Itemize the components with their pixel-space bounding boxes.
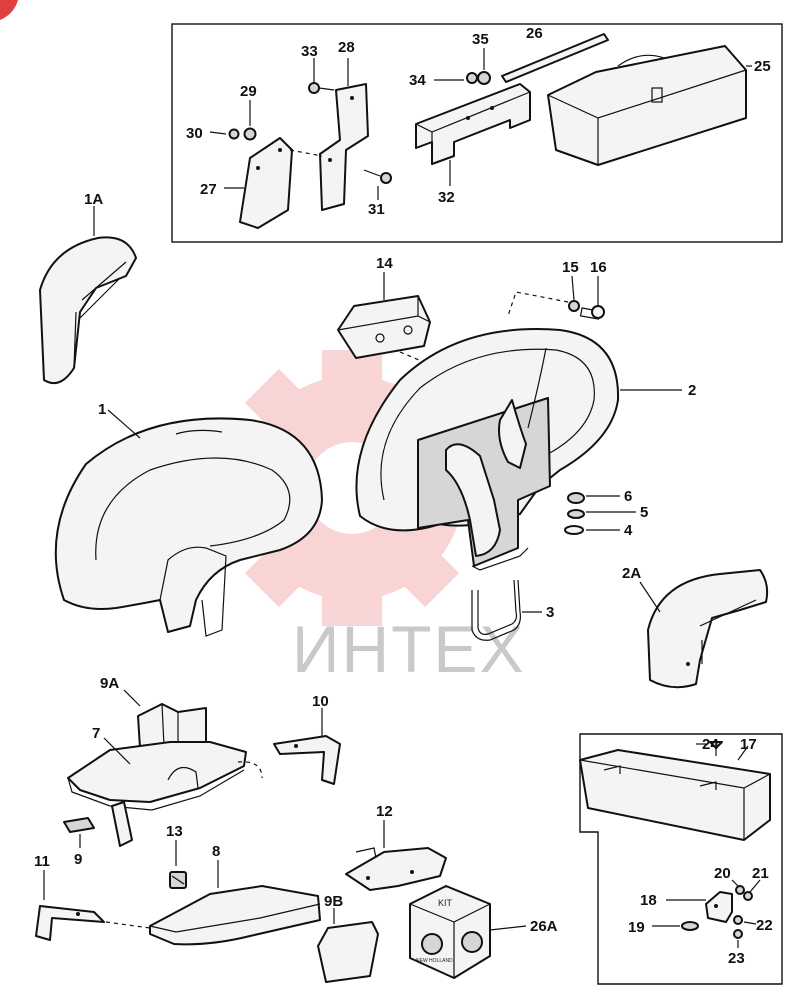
label-14: 14: [376, 255, 393, 272]
label-17: 17: [740, 736, 757, 753]
label-34: 34: [409, 72, 426, 89]
label-2a: 2A: [622, 565, 641, 582]
label-33: 33: [301, 43, 318, 60]
label-35: 35: [472, 31, 489, 48]
corner-badge: [0, 0, 18, 20]
label-21: 21: [752, 865, 769, 882]
part-20-23-hardware: [733, 885, 753, 939]
label-19: 19: [628, 919, 645, 936]
part-14-lamp: [337, 295, 431, 359]
part-11-bracket: [35, 905, 105, 941]
part-33-bolt: [308, 82, 335, 94]
part-1a-cover: [39, 236, 137, 384]
part-2-fender: [355, 328, 620, 571]
part-25-toolbox: [547, 45, 747, 166]
dash-16: [507, 291, 569, 317]
label-3: 3: [546, 604, 554, 621]
label-9: 9: [74, 851, 82, 868]
label-29: 29: [240, 83, 257, 100]
label-2: 2: [688, 382, 696, 399]
part-1-fender: [54, 417, 323, 637]
kit-brand: NEW HOLLAND: [416, 958, 453, 964]
label-25: 25: [754, 58, 771, 75]
leader-21: [749, 879, 761, 893]
part-12-bracket: [345, 847, 447, 891]
leader-7: [103, 737, 131, 765]
part-13-clip: [169, 871, 187, 889]
part-8-plate: [149, 885, 321, 946]
storage-inset-frame: [579, 733, 783, 985]
label-23: 23: [728, 950, 745, 967]
label-10: 10: [312, 693, 329, 710]
part-24-screw: [709, 741, 723, 756]
part-19-pin: [681, 921, 699, 931]
label-6: 6: [624, 488, 632, 505]
label-22: 22: [756, 917, 773, 934]
label-11: 11: [34, 853, 50, 870]
part-28-bracket: [319, 83, 369, 211]
leader-2a: [639, 581, 661, 613]
part-34-35-hardware: [466, 71, 491, 85]
leader-30: [209, 131, 227, 135]
label-13: 13: [166, 823, 183, 840]
dash-7: [237, 761, 263, 779]
leader-22: [743, 921, 757, 925]
part-7-seat-bracket: [67, 741, 247, 847]
part-9-clip: [63, 817, 95, 833]
label-26a: 26A: [530, 918, 558, 935]
dash-27-28: [289, 149, 323, 157]
label-20: 20: [714, 865, 731, 882]
part-18-latch: [705, 891, 733, 923]
label-28: 28: [338, 39, 355, 56]
part-26a-kit: KIT NEW HOLLAND: [409, 885, 491, 979]
new-holland-leaf-icon: [421, 931, 483, 955]
toolbox-inset-frame: [171, 23, 783, 243]
label-9a: 9A: [100, 675, 119, 692]
dash-11: [105, 921, 151, 929]
label-1: 1: [98, 401, 106, 418]
label-27: 27: [200, 181, 217, 198]
label-30: 30: [186, 125, 203, 142]
watermark-text: ИНТЕХ: [292, 612, 525, 686]
label-7: 7: [92, 725, 100, 742]
label-4: 4: [624, 522, 633, 539]
part-15-16-bolt: [568, 300, 605, 320]
label-9b: 9B: [324, 893, 343, 910]
kit-label: KIT: [438, 898, 453, 908]
leader-9a: [123, 689, 141, 707]
label-18: 18: [640, 892, 657, 909]
leader-17: [737, 745, 749, 761]
label-12: 12: [376, 803, 393, 820]
part-26-rod: [501, 33, 609, 83]
label-26: 26: [526, 25, 543, 42]
label-5: 5: [640, 504, 648, 521]
part-10-bracket: [273, 735, 341, 785]
label-32: 32: [438, 189, 455, 206]
leader-26a: [489, 925, 527, 931]
leader-20: [731, 879, 739, 887]
label-15: 15: [562, 259, 579, 276]
part-4-5-6-hardware: [564, 492, 585, 535]
part-29-30-nuts: [228, 127, 257, 141]
part-27-plate: [239, 137, 293, 229]
part-31-bolt: [363, 169, 392, 184]
leader-15: [571, 275, 575, 301]
part-17-storage-box: [579, 749, 771, 841]
label-1a: 1A: [84, 191, 103, 208]
label-16: 16: [590, 259, 607, 276]
part-3-ubolt: [471, 579, 521, 641]
part-2a-cover: [647, 569, 769, 689]
leader-1: [107, 409, 141, 439]
label-24: 24: [702, 736, 719, 753]
part-32-bracket: [415, 83, 531, 165]
label-8: 8: [212, 843, 220, 860]
label-31: 31: [368, 201, 385, 218]
part-9b-plate: [317, 921, 379, 983]
